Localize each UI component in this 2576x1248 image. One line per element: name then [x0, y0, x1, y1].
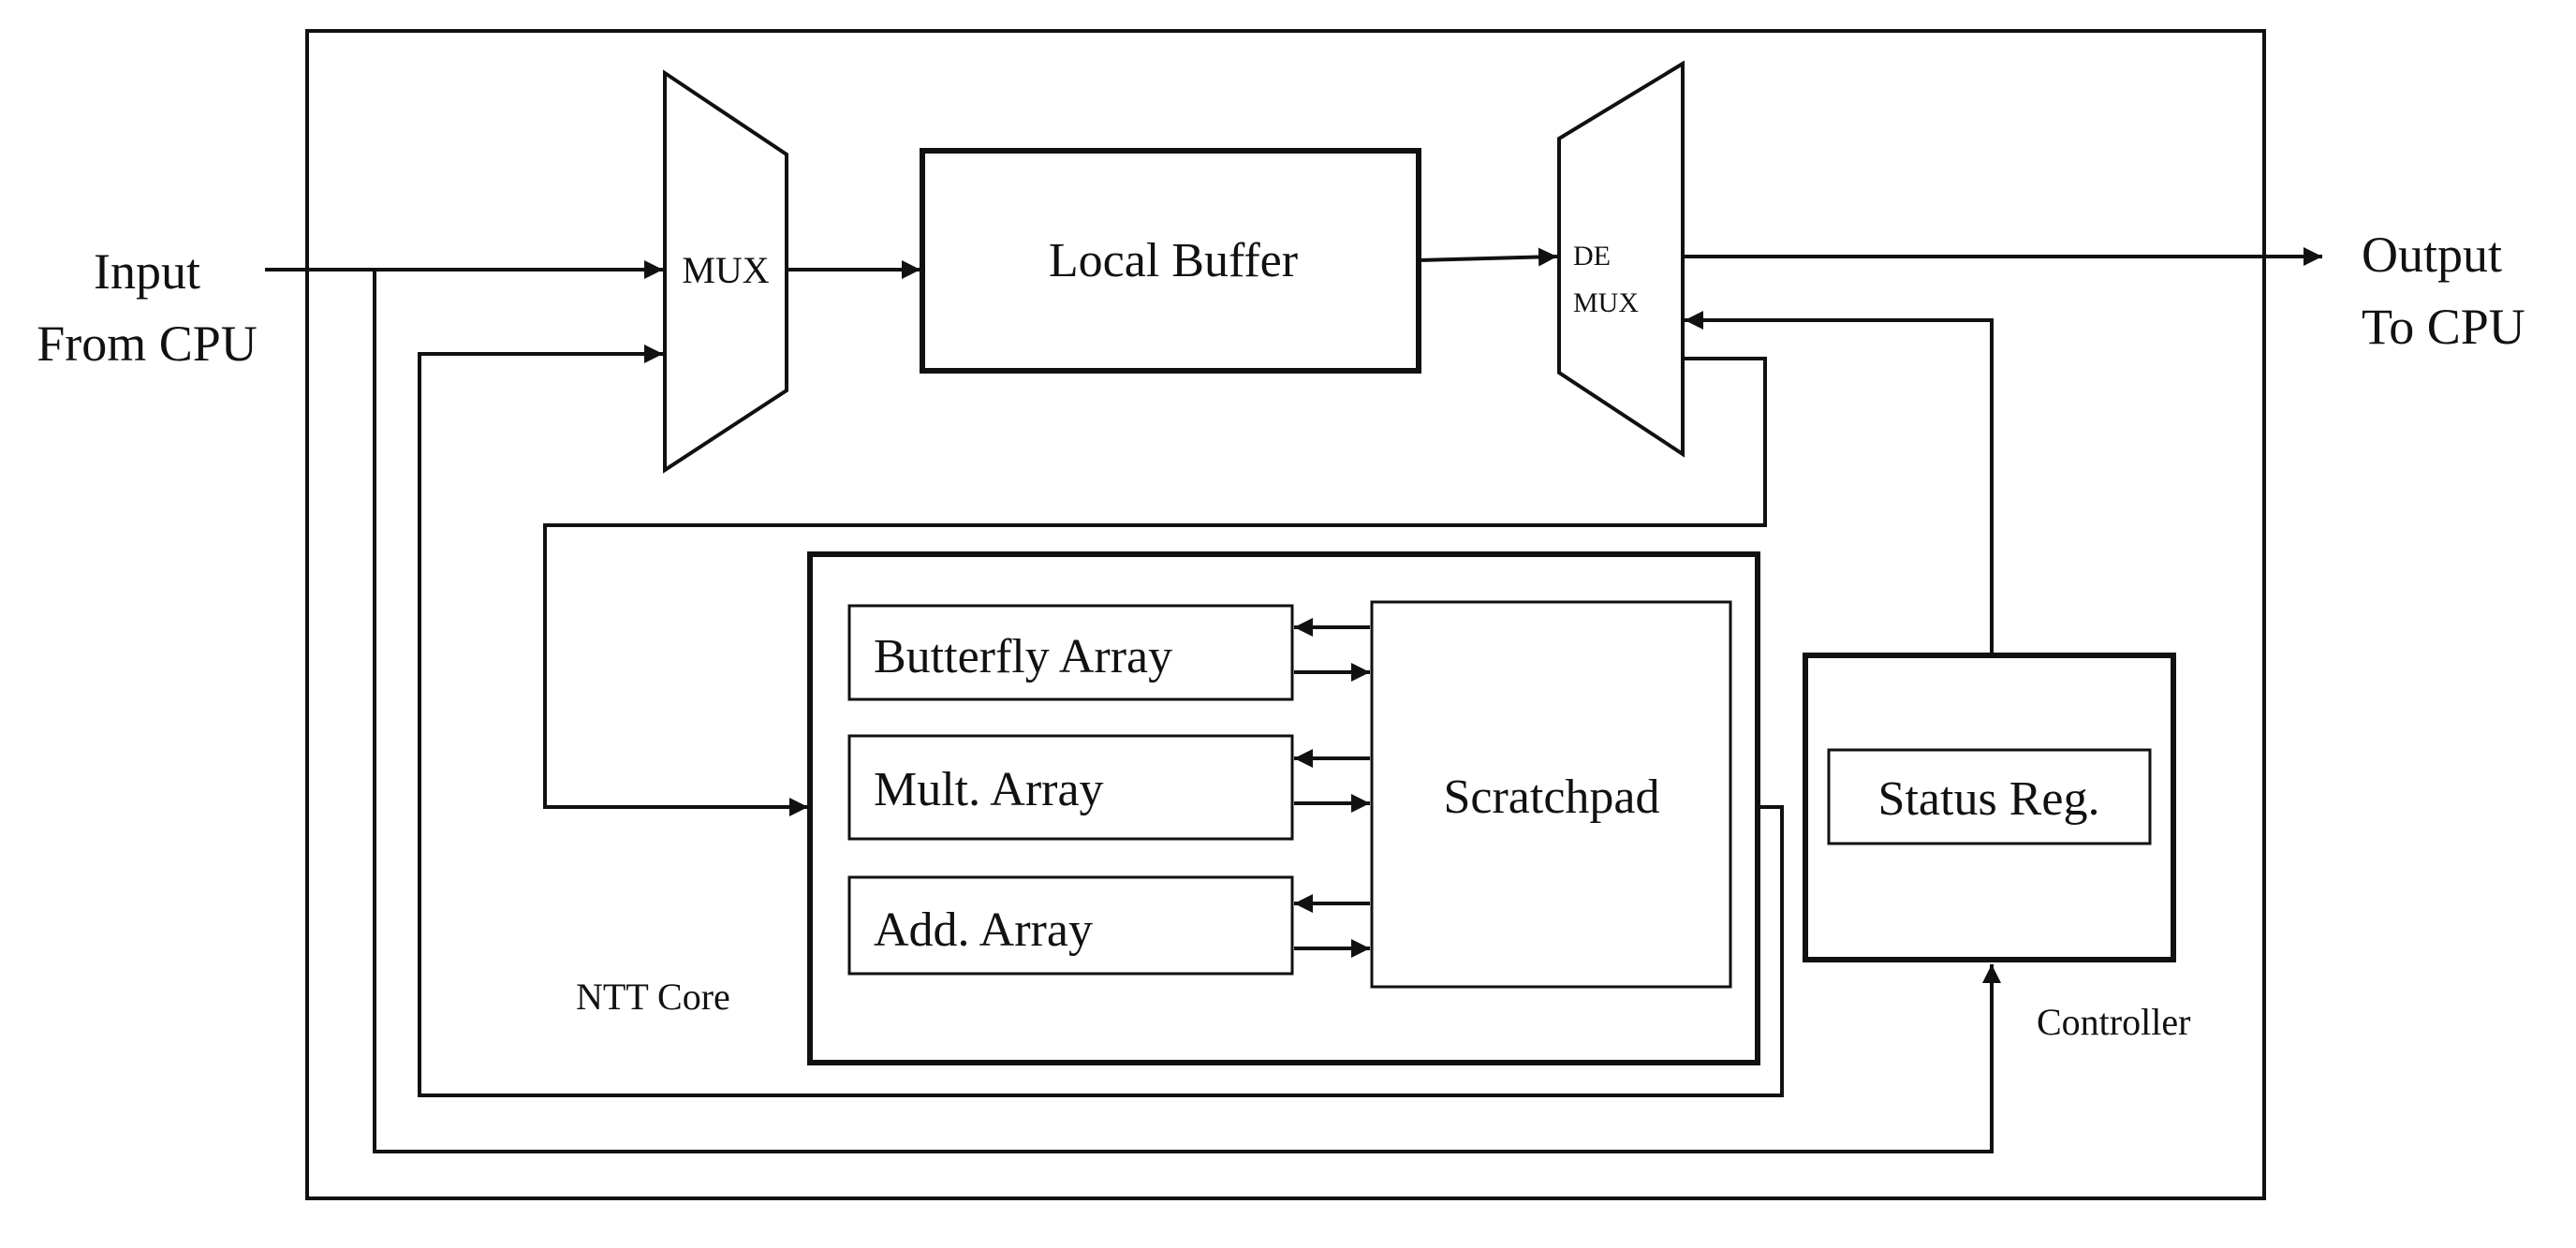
butterfly-array-block: [847, 604, 1294, 701]
mult-array-block: [847, 734, 1294, 841]
output-label-line1: Output: [2362, 227, 2502, 283]
demux-label-line1: DE: [1573, 241, 1611, 272]
accelerator-outer-box: [305, 29, 2266, 1200]
output-label-line2: To CPU: [2362, 299, 2525, 355]
buffer-to-demux-arrow: [1418, 247, 1558, 267]
mux-label: MUX: [682, 249, 769, 291]
status-reg-block: [1827, 748, 2152, 845]
ntt-core-to-mux-feedback-arrow: [418, 345, 1784, 1097]
scratchpad-block: [1370, 600, 1732, 989]
scratchpad-label: Scratchpad: [1443, 771, 1659, 824]
demux-to-ntt-core-arrow: [543, 357, 1767, 816]
demux-label-line2: MUX: [1573, 287, 1639, 318]
controller-to-demux-arrow: [1685, 311, 1994, 655]
add-array-label: Add. Array: [874, 903, 1093, 957]
mult-array-label: Mult. Array: [874, 763, 1104, 816]
status-reg-label: Status Reg.: [1878, 772, 2100, 826]
input-label-line1: Input: [94, 243, 200, 300]
add-array-block: [847, 875, 1294, 976]
butterfly-array-label: Butterfly Array: [874, 630, 1172, 683]
local-buffer-block: [920, 148, 1421, 374]
controller-label: Controller: [2037, 1001, 2190, 1043]
local-buffer-label: Local Buffer: [1049, 234, 1298, 287]
demux-block: [1557, 60, 1685, 458]
ntt-core-label: NTT Core: [576, 976, 730, 1018]
input-label-line2: From CPU: [37, 316, 258, 372]
input-to-controller-wire: [373, 270, 2001, 1153]
mux-block: [663, 69, 788, 474]
